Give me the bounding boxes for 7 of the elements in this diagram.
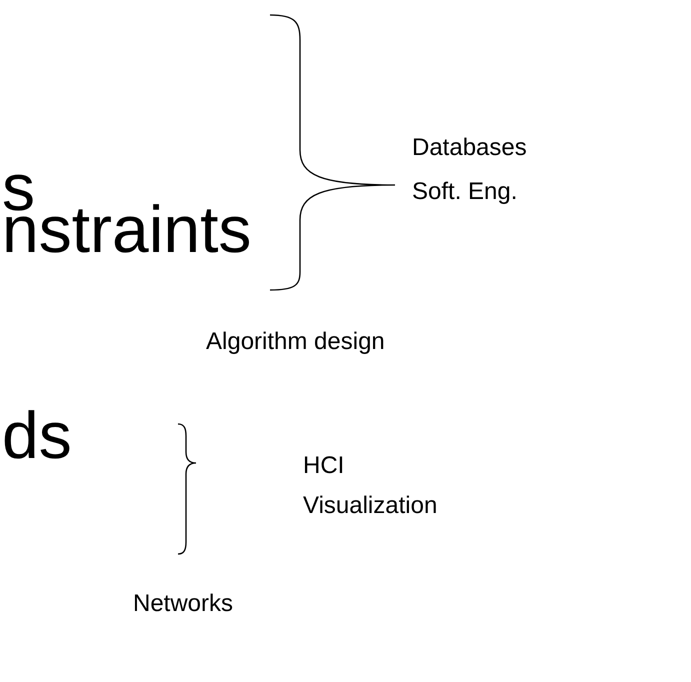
text-label: Visualization [303,494,438,518]
text-label: Networks [133,592,234,616]
text-label: Databases [412,136,527,160]
text-label: ds [2,402,72,468]
text-label: HCI [303,454,344,478]
text-label: Soft. Eng. [412,180,518,204]
text-label: Algorithm design [206,330,385,354]
